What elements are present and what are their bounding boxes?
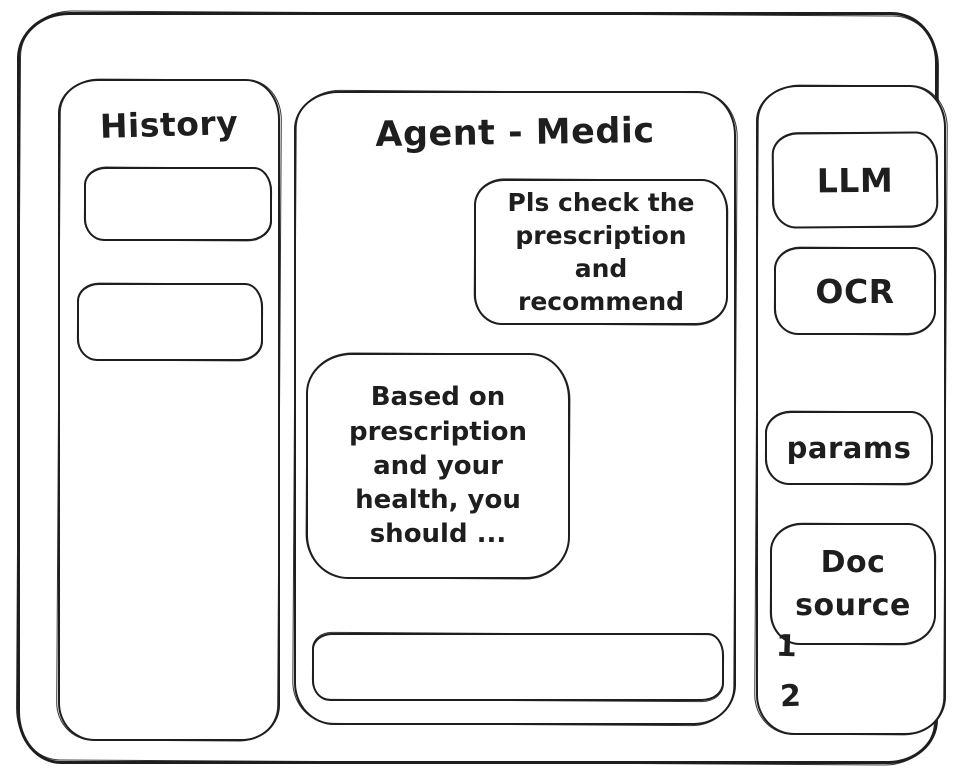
chat-panel: Agent - Medic Pls check the prescription…	[294, 91, 736, 725]
chat-input[interactable]	[312, 633, 724, 701]
tool-params-button[interactable]: params	[765, 411, 933, 485]
chat-title: Agent - Medic	[375, 111, 655, 155]
assistant-message-bubble: Based on prescription and your health, y…	[306, 353, 570, 579]
history-panel: History	[58, 79, 280, 741]
doc-source-button[interactable]: Doc source	[770, 523, 936, 645]
app-frame: History Agent - Medic Pls check the pres…	[17, 12, 946, 764]
history-item[interactable]	[77, 283, 263, 361]
history-item[interactable]	[84, 167, 272, 241]
tools-panel: LLM OCR params Doc source 1 2	[756, 85, 946, 735]
doc-source-item-2: 2	[779, 678, 802, 715]
tool-llm-button[interactable]: LLM	[771, 131, 939, 229]
history-title: History	[99, 103, 239, 146]
tool-ocr-button[interactable]: OCR	[774, 247, 936, 335]
user-message-bubble: Pls check the prescription and recommend	[474, 179, 728, 325]
doc-source-item-1: 1	[775, 628, 798, 665]
